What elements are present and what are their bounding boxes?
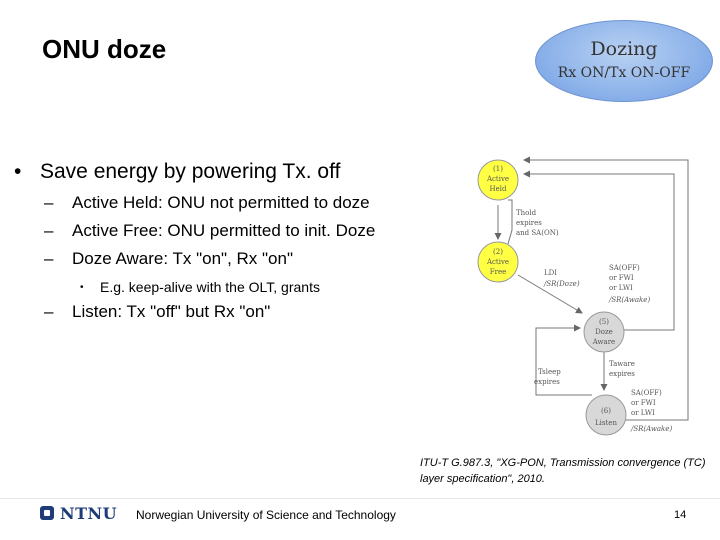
label-taware: expires (609, 370, 635, 378)
arrow-free-to-held (507, 199, 513, 245)
state-listen (585, 394, 627, 436)
label-sa-off: /SR(Awake) (608, 296, 650, 304)
arrow-listen-to-doze (535, 324, 592, 396)
footer-divider (0, 498, 720, 499)
dash-marker: – (44, 193, 54, 212)
state-name: Listen (595, 419, 617, 427)
state-active-held (477, 159, 519, 201)
ntnu-logo-text: NTNU (60, 504, 118, 523)
label-thold: and SA(ON) (516, 229, 559, 237)
label-taware: Taware (609, 360, 635, 368)
sub-sub-item-keepalive: • E.g. keep-alive with the OLT, grants (80, 279, 320, 295)
label-sa-off: SA(OFF) (631, 389, 662, 397)
state-num: (6) (601, 407, 611, 415)
dozing-badge: Dozing Rx ON/Tx ON-OFF (535, 20, 713, 102)
state-active-free (477, 241, 519, 283)
sub-item-text: Listen: Tx "off" but Rx "on" (72, 302, 271, 321)
dash-marker: – (44, 302, 54, 321)
bullet-text: Save energy by powering Tx. off (40, 160, 341, 183)
label-tsleep: Tsleep (538, 368, 561, 376)
sub-item-doze-aware: –Doze Aware: Tx "on", Rx "on" (44, 249, 293, 269)
sub-item-active-free: –Active Free: ONU permitted to init. Doz… (44, 221, 375, 241)
label-sa-off: or FWI (631, 399, 656, 407)
subsub-marker: • (80, 282, 84, 293)
state-num: (1) (493, 165, 503, 173)
sub-item-active-held: –Active Held: ONU not permitted to doze (44, 193, 370, 213)
citation: ITU-T G.987.3, "XG-PON, Transmission con… (420, 457, 706, 485)
state-name: Doze (595, 328, 613, 336)
slide-title: ONU doze (42, 34, 167, 64)
subsub-text: E.g. keep-alive with the OLT, grants (100, 279, 320, 295)
label-sa-off: or LWI (631, 409, 655, 417)
dash-marker: – (44, 249, 54, 268)
label-sa-off: SA(OFF) (609, 264, 640, 272)
arrow-free-to-doze (517, 274, 583, 314)
sub-item-text: Doze Aware: Tx "on", Rx "on" (72, 249, 293, 268)
main-bullet: • Save energy by powering Tx. off (14, 160, 340, 184)
sub-item-text: Active Held: ONU not permitted to doze (72, 193, 370, 212)
label-sa-off: or FWI (609, 274, 634, 282)
state-name: Active (486, 175, 509, 183)
ntnu-logo: NTNU (40, 504, 130, 523)
label-tsleep: expires (534, 378, 560, 386)
label-sa-off: /SR(Awake) (630, 425, 672, 433)
badge-title: Dozing (590, 38, 658, 60)
state-name: Active (486, 258, 509, 266)
sub-item-text: Active Free: ONU permitted to init. Doze (72, 221, 376, 240)
arrow-doze-to-held (523, 170, 675, 331)
bullet-marker: • (14, 160, 22, 183)
dash-marker: – (44, 221, 54, 240)
state-name: Held (490, 185, 507, 193)
state-name: Free (490, 268, 507, 276)
ntnu-logo-icon (40, 506, 54, 520)
label-sa-off: or LWI (609, 284, 633, 292)
sub-item-listen: –Listen: Tx "off" but Rx "on" (44, 302, 270, 322)
label-thold: expires (516, 219, 542, 227)
university-name: Norwegian University of Science and Tech… (136, 508, 396, 522)
state-diagram: (1) Active Held (2) Active Free (5) Doze… (477, 156, 689, 436)
label-ldi: /SR(Doze) (543, 280, 580, 288)
arrow-listen-to-held (523, 156, 689, 421)
state-num: (2) (493, 248, 503, 256)
page-number: 14 (674, 509, 687, 521)
badge-subtitle: Rx ON/Tx ON-OFF (557, 65, 691, 81)
label-thold: Thold (516, 209, 537, 217)
state-name: Aware (592, 338, 615, 346)
label-ldi: LDI (544, 269, 557, 277)
state-doze-aware (583, 311, 625, 353)
state-num: (5) (599, 318, 609, 326)
